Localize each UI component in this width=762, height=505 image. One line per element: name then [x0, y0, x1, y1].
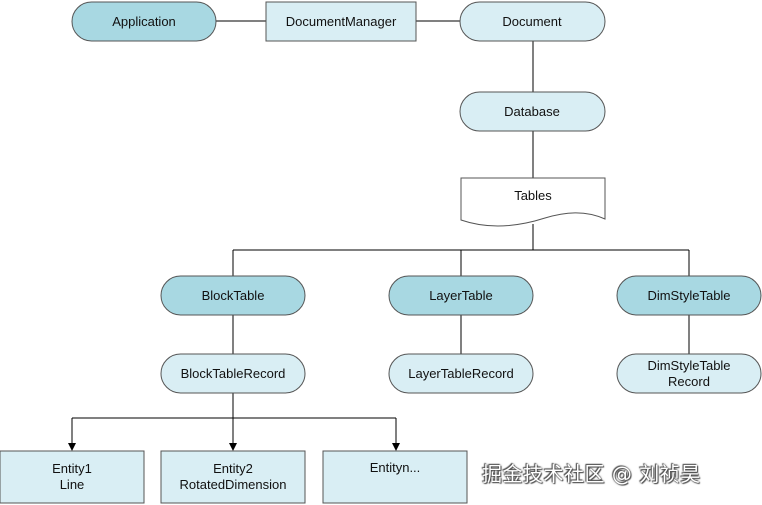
node-entity1: Entity1 Line [0, 450, 145, 504]
node-application-shape [71, 1, 217, 42]
node-database: Database [459, 91, 606, 132]
node-dim-style-table-record-shape [616, 353, 762, 394]
node-block-table: BlockTable [160, 275, 306, 316]
node-dim-style-table-record-line1: DimStyleTable [647, 358, 730, 373]
node-layer-table: LayerTable [388, 275, 534, 316]
node-block-table-record-label: BlockTableRecord [181, 366, 286, 381]
node-layer-table-record-label: LayerTableRecord [408, 366, 514, 381]
node-block-table-record-shape [160, 353, 306, 394]
node-entity2-shape [160, 450, 306, 504]
node-entityn: Entityn... [322, 450, 468, 504]
node-entityn-shape [322, 450, 468, 504]
node-dim-style-table-record-line2: Record [668, 374, 710, 389]
node-database-label: Database [504, 104, 560, 119]
node-block-table-label: BlockTable [202, 288, 265, 303]
node-layer-table-record-shape [388, 353, 534, 394]
node-layer-table-record: LayerTableRecord [388, 353, 534, 394]
connector-lines [68, 20, 690, 451]
node-database-shape [459, 91, 606, 132]
node-layer-table-shape [388, 275, 534, 316]
node-layer-table-label: LayerTable [429, 288, 493, 303]
node-entity2-line2: RotatedDimension [180, 477, 287, 492]
node-application-label: Application [112, 14, 176, 29]
node-dim-style-table-shape [616, 275, 762, 316]
node-application: Application [71, 1, 217, 42]
node-dim-style-table-record: DimStyleTable Record [616, 353, 762, 394]
node-block-table-shape [160, 275, 306, 316]
node-tables-label: Tables [514, 188, 552, 203]
node-document-manager-shape [265, 1, 417, 42]
node-document-manager-label: DocumentManager [286, 14, 397, 29]
node-tables: Tables [460, 177, 606, 227]
node-dim-style-table: DimStyleTable [616, 275, 762, 316]
node-document-manager: DocumentManager [265, 1, 417, 42]
node-document-label: Document [502, 14, 562, 29]
node-document-shape [459, 1, 606, 42]
node-document: Document [459, 1, 606, 42]
node-entity1-shape [0, 450, 145, 504]
watermark-text: 掘金技术社区 @ 刘祯昊 [482, 462, 701, 486]
node-entity2: Entity2 RotatedDimension [160, 450, 306, 504]
node-block-table-record: BlockTableRecord [160, 353, 306, 394]
node-dim-style-table-label: DimStyleTable [647, 288, 730, 303]
node-tables-shape [460, 177, 606, 227]
node-entity2-line1: Entity2 [213, 461, 253, 476]
node-entity1-line1: Entity1 [52, 461, 92, 476]
node-entity1-line2: Line [60, 477, 85, 492]
node-entityn-label: Entityn... [370, 460, 421, 475]
